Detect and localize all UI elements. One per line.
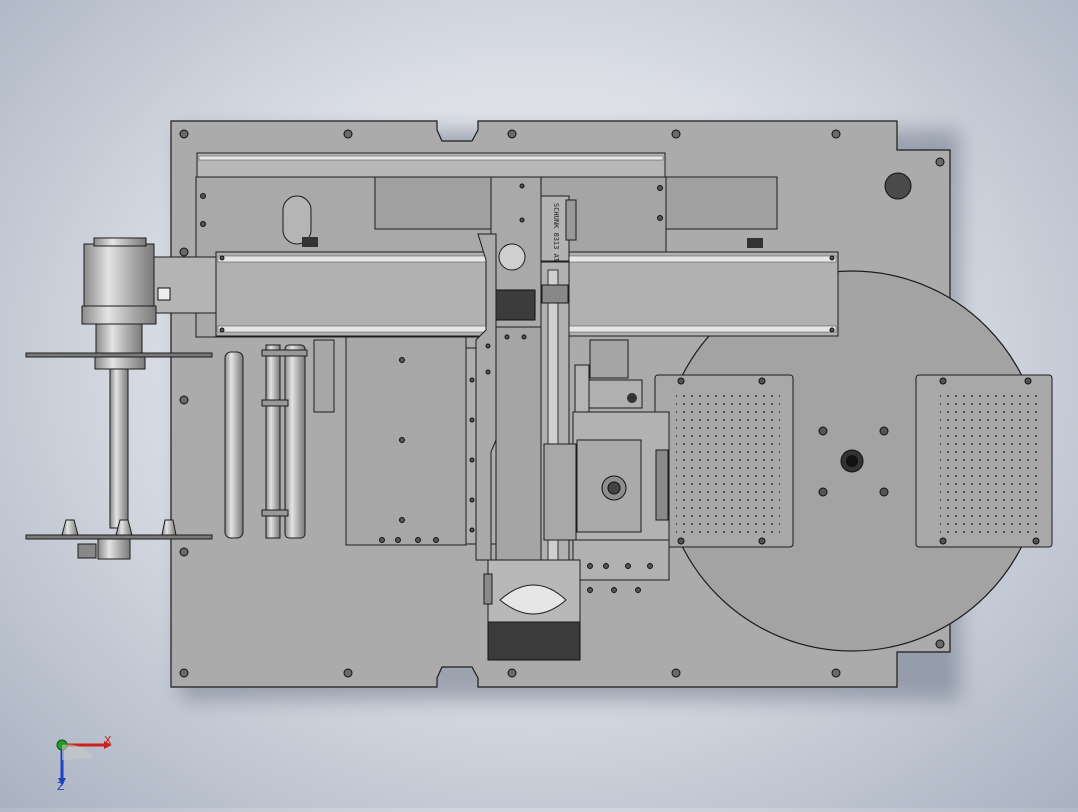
mounting-hole-large: [884, 172, 912, 200]
cable-connector-right: [747, 238, 763, 248]
axis-z-label: Z: [57, 780, 65, 793]
lower-mount-bar[interactable]: [572, 539, 670, 581]
servo-motor[interactable]: [81, 237, 157, 357]
cylinder-bracket: [313, 339, 335, 413]
plate-bolts: [179, 129, 945, 678]
carriage-bore: [498, 243, 526, 271]
suction-cups: [61, 519, 177, 536]
slot-window: [282, 195, 312, 245]
engraving-label: SCHUNK 0313 ATC: [552, 203, 560, 266]
drive-shaft[interactable]: [109, 355, 129, 529]
cable-connector-left: [302, 237, 318, 247]
axis-x-label: X: [104, 734, 112, 747]
turntable-bolts: [818, 426, 889, 497]
coordinate-triad: X Z: [56, 734, 112, 793]
stepper-motor[interactable]: [487, 619, 581, 661]
guide-cylinder-3[interactable]: [284, 344, 306, 539]
guide-cylinder-2[interactable]: [265, 344, 281, 539]
lower-rotary-plate[interactable]: [25, 534, 213, 540]
upper-rotary-plate[interactable]: [25, 352, 213, 358]
mounting-plate-center[interactable]: [345, 336, 467, 546]
gripper-bracket[interactable]: [589, 339, 629, 379]
guide-cylinder-1[interactable]: [224, 351, 244, 539]
motor-adapter-bracket[interactable]: [149, 256, 217, 314]
